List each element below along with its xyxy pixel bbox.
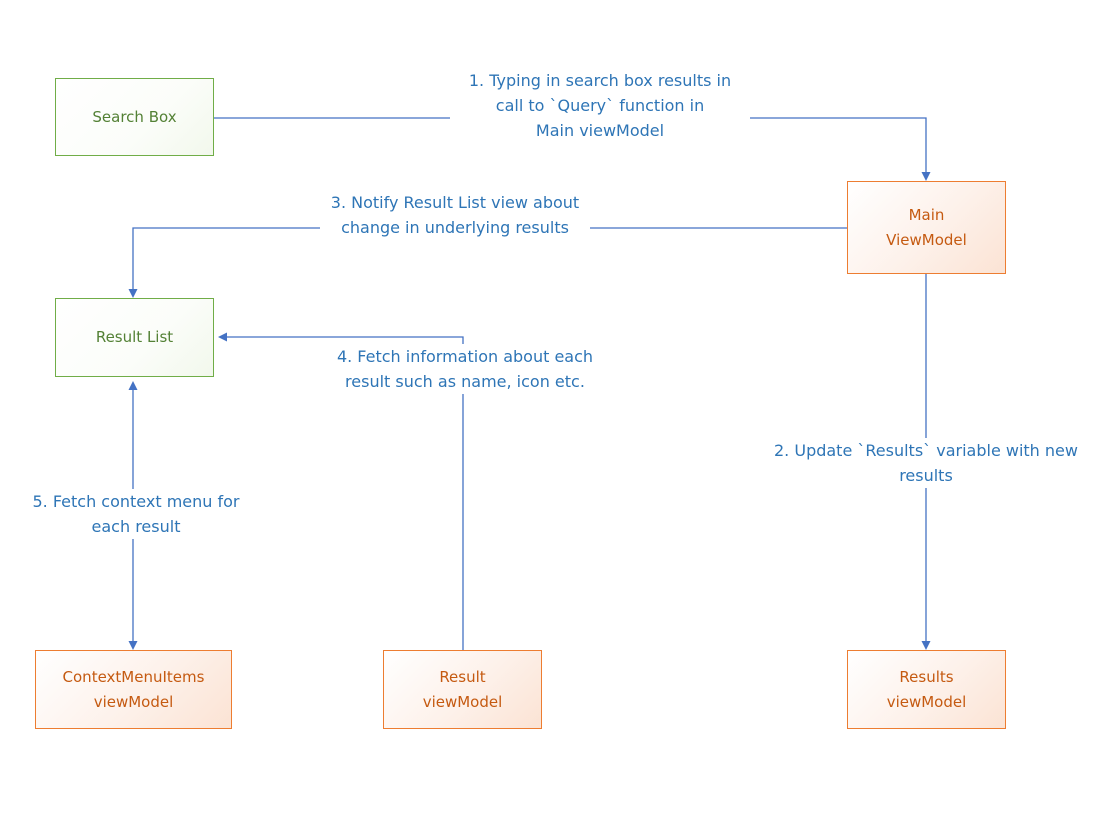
arrow-label-step5: 5. Fetch context menu for each result	[27, 489, 245, 539]
node-main-viewmodel: Main ViewModel	[847, 181, 1006, 274]
node-result-viewmodel: Result viewModel	[383, 650, 542, 729]
node-results-viewmodel: Results viewModel	[847, 650, 1006, 729]
arrow-label-step3: 3. Notify Result List view about change …	[320, 190, 590, 240]
node-search-box-label: Search Box	[92, 107, 177, 126]
arrowhead-step2	[921, 641, 931, 650]
connector-step4	[227, 336, 464, 650]
arrowhead-step5-down	[128, 641, 138, 650]
arrow-label-step2: 2. Update `Results` variable with new re…	[764, 438, 1088, 488]
arrowhead-step3	[128, 289, 138, 298]
node-result-viewmodel-label: Result viewModel	[422, 667, 503, 711]
node-main-viewmodel-label: Main ViewModel	[886, 205, 967, 249]
arrow-label-step1: 1. Typing in search box results in call …	[450, 68, 750, 143]
arrow-label-step4: 4. Fetch information about each result s…	[328, 344, 602, 394]
arrowhead-step5-up	[128, 381, 138, 390]
node-contextmenuitems-viewmodel: ContextMenuItems viewModel	[35, 650, 232, 729]
node-results-viewmodel-label: Results viewModel	[886, 667, 967, 711]
node-result-list: Result List	[55, 298, 214, 377]
node-contextmenuitems-viewmodel-label: ContextMenuItems viewModel	[62, 667, 205, 711]
arrowhead-step1	[921, 172, 931, 181]
node-search-box: Search Box	[55, 78, 214, 156]
node-result-list-label: Result List	[95, 328, 174, 346]
connector-step3	[132, 227, 847, 289]
arrowhead-step4	[218, 332, 227, 342]
